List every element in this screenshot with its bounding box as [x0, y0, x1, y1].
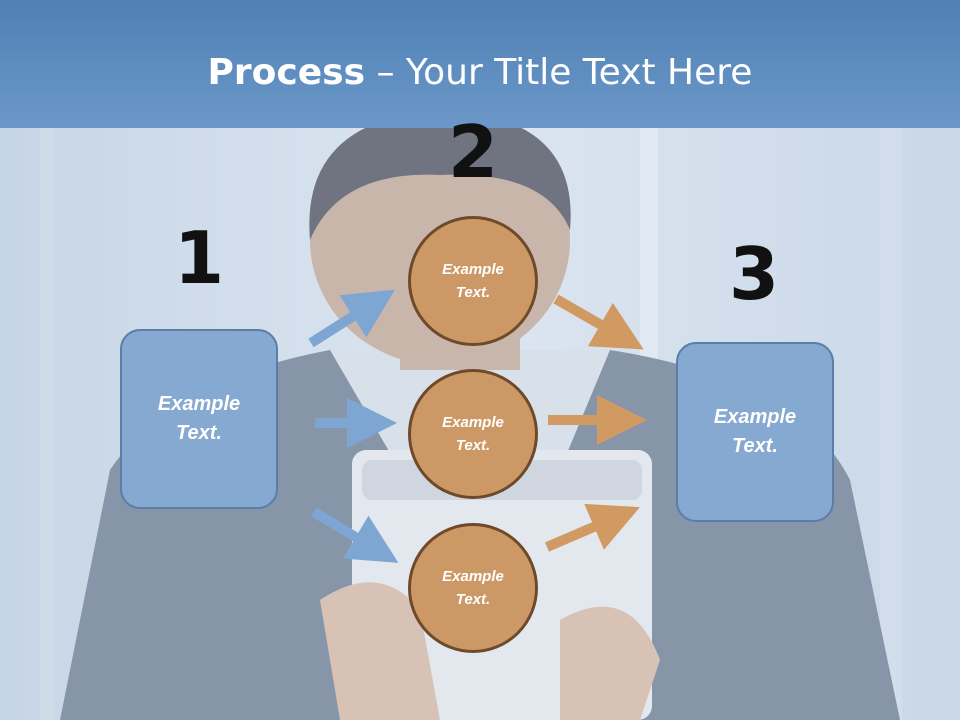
step-2-circle-bottom: Example Text.: [408, 523, 538, 653]
step-2-circle-top: Example Text.: [408, 216, 538, 346]
arrow-1-to-top: [308, 289, 396, 348]
title-band: [0, 0, 960, 128]
step-number-1: 1: [173, 216, 225, 300]
title-rest: – Your Title Text Here: [365, 52, 753, 93]
step-number-2: 2: [447, 110, 499, 194]
step-2-circle-top-text: Example Text.: [442, 260, 504, 301]
step-1-text: Example Text.: [157, 393, 241, 444]
arrow-1-to-bottom: [311, 507, 399, 563]
step-2-circle-middle: Example Text.: [408, 369, 538, 499]
step-number-3: 3: [728, 232, 780, 316]
step-3-text: Example Text.: [713, 406, 797, 457]
title-bold: Process: [207, 52, 366, 93]
step-2-circle-middle-text: Example Text.: [442, 413, 504, 454]
arrow-top-to-3: [553, 294, 644, 350]
arrow-bottom-to-3: [545, 503, 640, 552]
step-1-box: Example Text.: [120, 329, 278, 509]
step-3-box: Example Text.: [676, 342, 834, 522]
step-2-circle-bottom-text: Example Text.: [442, 567, 504, 608]
slide-title: Process – Your Title Text Here: [0, 52, 960, 93]
